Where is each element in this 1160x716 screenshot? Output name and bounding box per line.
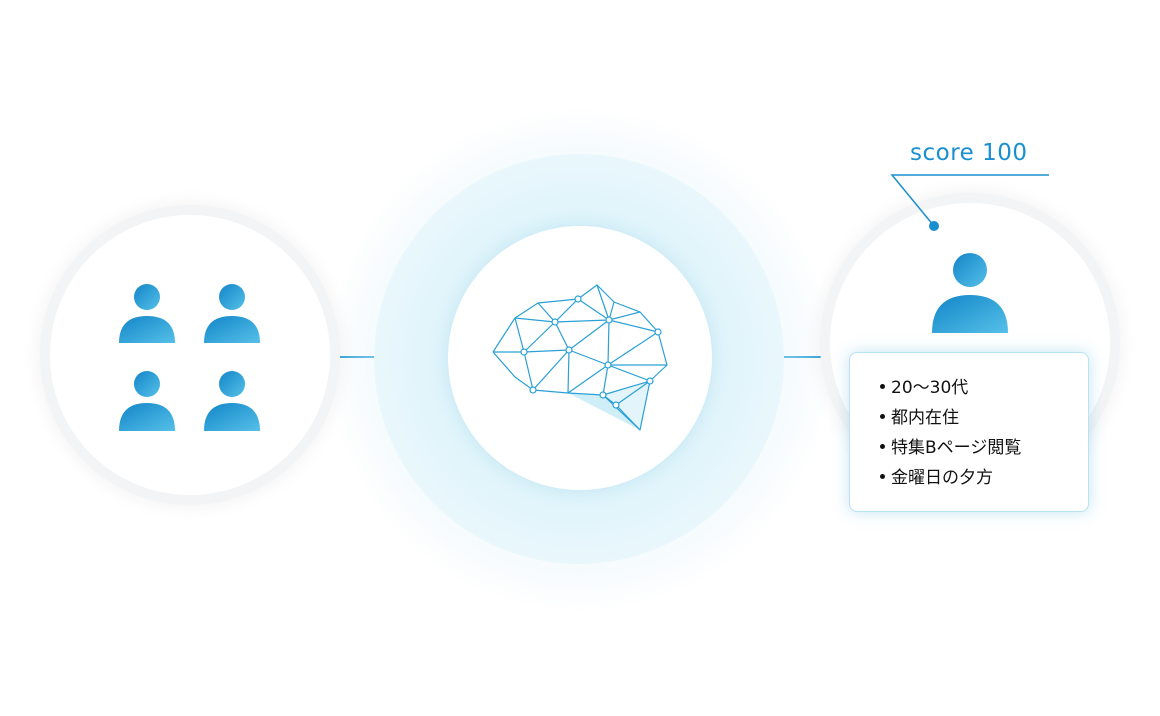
attributes-list: 20〜30代 都内在住 特集Bページ閲覧 金曜日の夕方 bbox=[880, 373, 1088, 493]
score-callout bbox=[890, 174, 1049, 231]
attribute-item: 金曜日の夕方 bbox=[880, 463, 1088, 493]
person-icon bbox=[119, 371, 175, 431]
attribute-item: 都内在住 bbox=[880, 403, 1088, 433]
attribute-item: 特集Bページ閲覧 bbox=[880, 433, 1088, 463]
bullet-icon bbox=[880, 383, 885, 389]
user-icon bbox=[932, 253, 1008, 333]
attributes-card: 20〜30代 都内在住 特集Bページ閲覧 金曜日の夕方 bbox=[849, 352, 1089, 512]
attribute-text: 金曜日の夕方 bbox=[891, 468, 993, 488]
brain-network-icon bbox=[492, 284, 668, 431]
attribute-text: 特集Bページ閲覧 bbox=[891, 438, 1022, 458]
ai-core bbox=[448, 226, 712, 490]
attribute-text: 都内在住 bbox=[891, 408, 959, 428]
bullet-icon bbox=[880, 473, 885, 479]
person-icon bbox=[204, 371, 260, 431]
audience-bubble bbox=[50, 215, 330, 495]
score-label: score 100 bbox=[910, 140, 1028, 166]
bullet-icon bbox=[880, 413, 885, 419]
users-group-icon bbox=[119, 284, 260, 431]
bullet-icon bbox=[880, 443, 885, 449]
person-icon bbox=[204, 284, 260, 343]
attribute-text: 20〜30代 bbox=[891, 378, 969, 398]
callout-dot bbox=[929, 221, 939, 231]
attribute-item: 20〜30代 bbox=[880, 373, 1088, 403]
person-icon bbox=[119, 284, 175, 343]
